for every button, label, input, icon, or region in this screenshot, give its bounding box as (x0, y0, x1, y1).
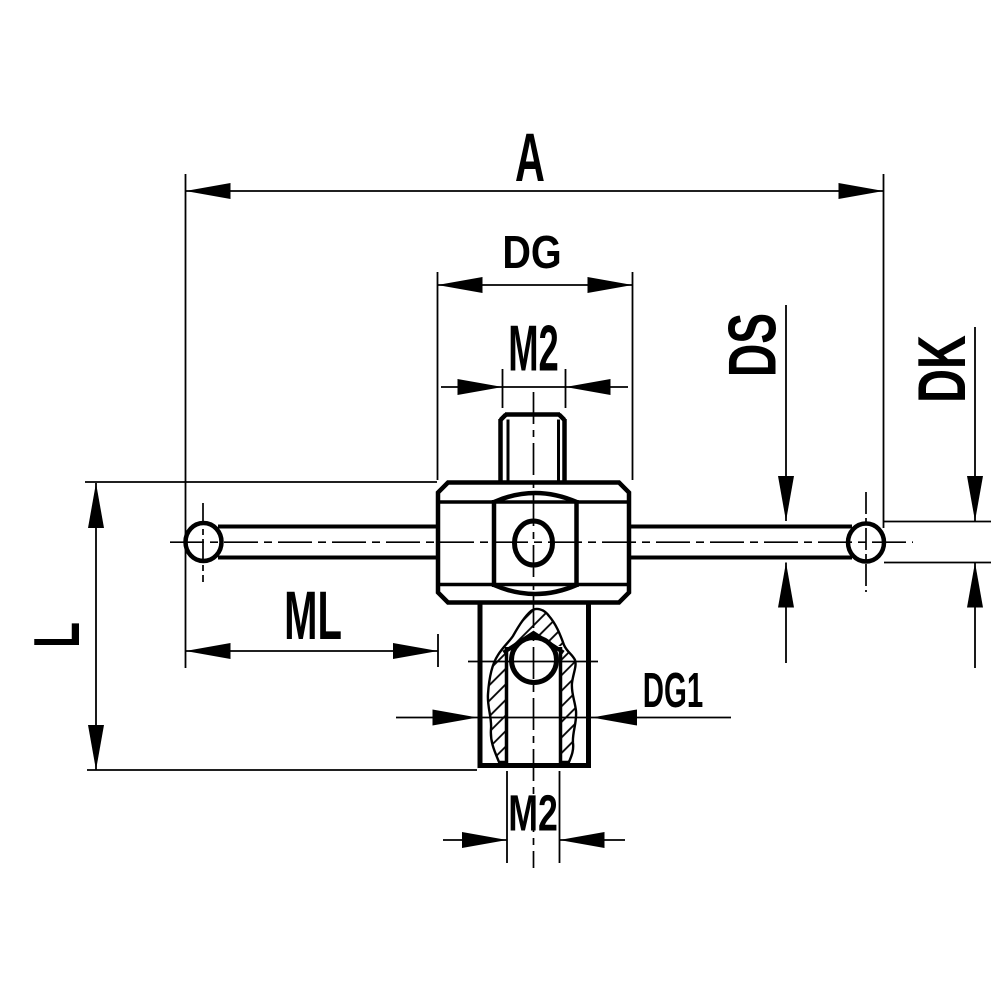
centerlines (170, 392, 913, 868)
dimension-label-ds: DS (714, 313, 790, 377)
threaded-stud-top (498, 412, 567, 481)
dimension-lines (88, 183, 983, 848)
dimension-label-ml: ML (284, 576, 342, 653)
dimension-label-m2-top: M2 (508, 313, 559, 386)
dimension-label-dk: DK (905, 335, 981, 403)
dimension-label-a: A (515, 119, 545, 197)
dimension-label-dg1: DG1 (643, 662, 703, 718)
dimension-label-m2-bottom: M2 (508, 785, 558, 842)
probe-body (435, 480, 632, 605)
extension-lines (85, 174, 991, 863)
stylus-shaft (218, 524, 852, 560)
dimension-label-dg: DG (502, 227, 561, 278)
dimension-label-l: L (20, 622, 94, 648)
